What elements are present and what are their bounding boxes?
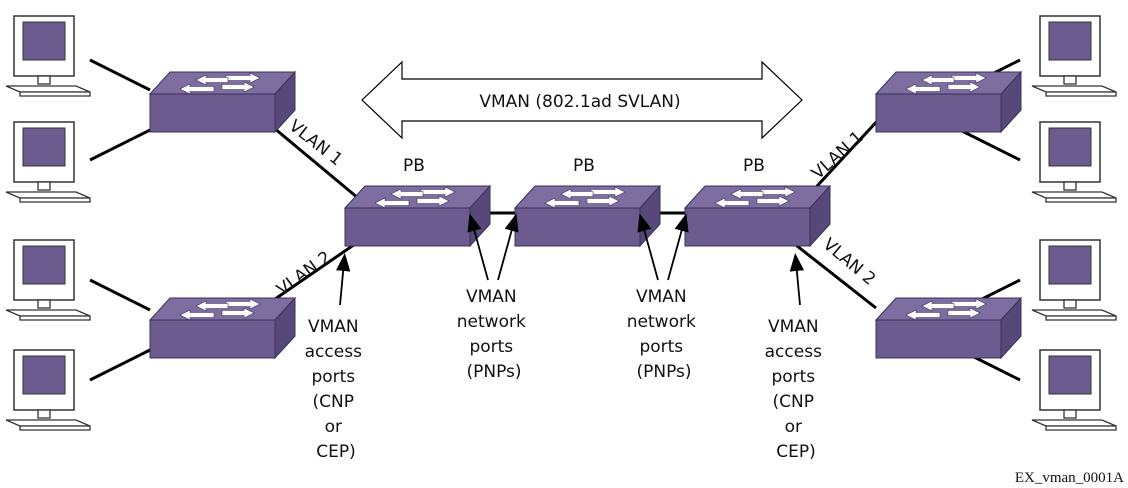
switch-icon	[875, 297, 1022, 359]
port-pointer-arrows	[335, 213, 805, 306]
pb-label-center: PB	[573, 156, 595, 176]
network-ports-left-label: VMAN network ports (PNPs)	[457, 287, 531, 382]
vman-double-arrow	[361, 60, 803, 140]
pc-links	[89, 58, 1021, 382]
vman-label: VMAN (802.1ad SVLAN)	[479, 92, 680, 112]
switch-icon	[875, 71, 1022, 133]
computer-icon	[5, 239, 91, 321]
vlan-links	[261, 116, 882, 310]
switch-icon	[149, 297, 296, 359]
computer-icon	[1031, 349, 1117, 431]
computer-icon	[1031, 15, 1117, 97]
vlan2-left-label: VLAN 2	[273, 247, 335, 300]
network-ports-right-label: VMAN network ports (PNPs)	[627, 287, 701, 382]
vlan1-right-label: VLAN 1	[808, 127, 868, 183]
computer-icon	[5, 349, 91, 431]
vlan2-right-label: VLAN 2	[819, 235, 879, 290]
computer-icon	[5, 15, 91, 97]
pb-label-left: PB	[403, 156, 425, 176]
figure-id: EX_vman_0001A	[1015, 470, 1124, 486]
pb-label-right: PB	[743, 156, 765, 176]
computer-icon	[5, 121, 91, 203]
access-ports-right-label: VMAN access ports (CNP or CEP)	[765, 317, 828, 462]
computer-icon	[1031, 121, 1117, 203]
computer-icon	[1031, 239, 1117, 321]
switch-icon	[344, 185, 491, 247]
access-ports-left-label: VMAN access ports (CNP or CEP)	[305, 317, 368, 462]
switch-icon	[149, 71, 296, 133]
switch-icon	[684, 185, 831, 247]
switch-icon	[514, 185, 661, 247]
